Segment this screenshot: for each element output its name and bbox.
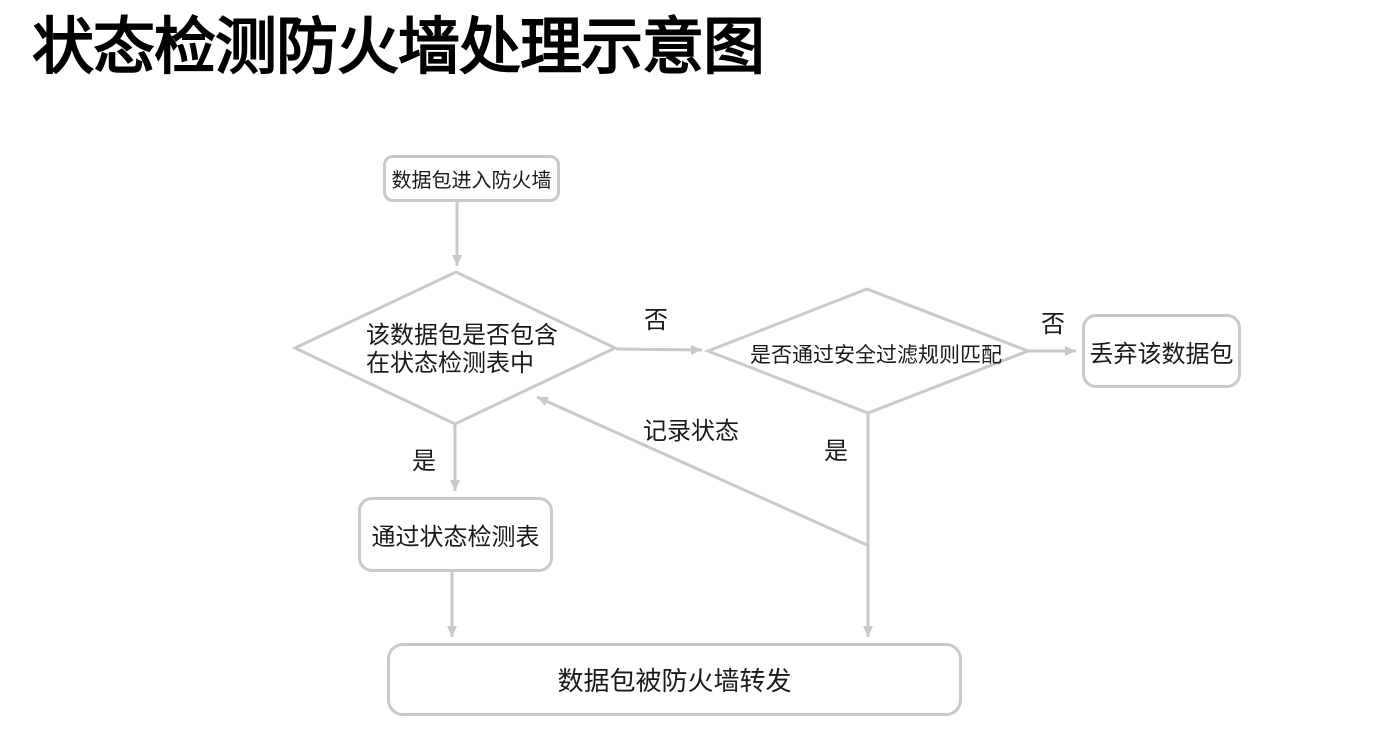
decision-filter-match-diamond — [703, 287, 1033, 415]
node-packet-enters-firewall-label: 数据包进入防火墙 — [391, 168, 552, 192]
node-packet-enters-firewall: 数据包进入防火墙 — [383, 155, 560, 202]
node-drop-packet-label: 丢弃该数据包 — [1089, 339, 1234, 368]
edge-label-no-state-table: 否 — [644, 306, 668, 334]
edge-label-no-filter-match: 否 — [1041, 310, 1065, 338]
node-packet-forwarded: 数据包被防火墙转发 — [387, 643, 962, 716]
edge-label-record-state: 记录状态 — [643, 417, 739, 445]
node-drop-packet: 丢弃该数据包 — [1082, 314, 1241, 388]
decision-state-table-label-line1: 该数据包是否包含 — [366, 321, 558, 349]
node-packet-forwarded-label: 数据包被防火墙转发 — [557, 667, 792, 697]
decision-state-table-label: 该数据包是否包含 在状态检测表中 — [366, 321, 558, 377]
edge-record-state-to-decision-state-table — [536, 395, 868, 547]
edge-decision-state-table-no-to-decision-filter — [615, 344, 703, 355]
edge-label-yes-filter-match: 是 — [824, 437, 848, 465]
decision-filter-match-label: 是否通过安全过滤规则匹配 — [750, 343, 1002, 367]
edge-label-yes-state-table: 是 — [412, 447, 436, 475]
decision-state-table-label-line2: 在状态检测表中 — [366, 349, 534, 377]
node-pass-state-table: 通过状态检测表 — [358, 497, 553, 572]
decision-state-table-diamond — [291, 270, 619, 426]
node-pass-state-table-label: 通过状态检测表 — [371, 523, 540, 551]
page-title: 状态检测防火墙处理示意图 — [32, 13, 765, 82]
